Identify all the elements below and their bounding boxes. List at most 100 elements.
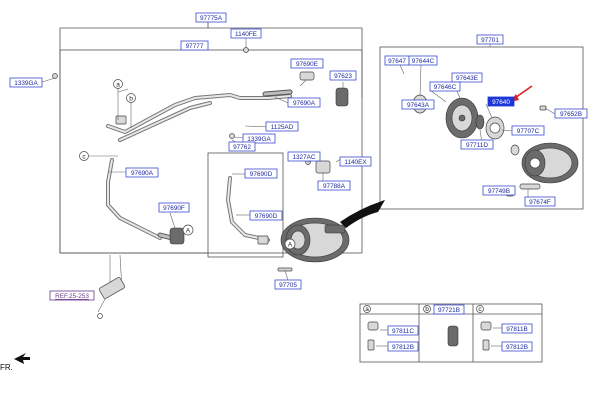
- label-97640[interactable]: 97640: [487, 96, 515, 107]
- label-97674F[interactable]: 97674F: [524, 196, 556, 207]
- bolt-97705: [277, 267, 293, 272]
- svg-text:97644C: 97644C: [412, 58, 435, 65]
- label-97690A-top[interactable]: 97690A: [287, 97, 321, 108]
- label-1140FE[interactable]: 1140FE: [230, 28, 262, 39]
- pointer-arrow: [340, 200, 385, 228]
- label-97788A[interactable]: 97788A: [317, 180, 351, 191]
- frame-97762: [207, 152, 284, 258]
- label-97647[interactable]: 97647: [384, 55, 410, 66]
- callout-A-left: A: [182, 224, 194, 236]
- bracket-97788A: [315, 160, 331, 174]
- fitting-97690F: [169, 227, 185, 245]
- svg-text:97705: 97705: [279, 282, 297, 289]
- label-97690E[interactable]: 97690E: [290, 58, 324, 69]
- callout-a: a: [113, 79, 123, 89]
- ref-bracket: [97, 254, 126, 319]
- label-97644C[interactable]: 97644C: [408, 55, 438, 66]
- label-97811B[interactable]: 97811B: [501, 323, 533, 334]
- svg-text:97623: 97623: [334, 73, 352, 80]
- bolt-1339GA-b: [229, 133, 235, 139]
- frame-97701: [379, 46, 584, 210]
- svg-text:1327AC: 1327AC: [292, 154, 315, 161]
- callout-b: b: [126, 93, 136, 103]
- label-97705[interactable]: 97705: [274, 279, 302, 290]
- svg-text:1140FE: 1140FE: [235, 31, 257, 38]
- label-97812B-a[interactable]: 97812B: [387, 341, 419, 352]
- svg-text:a: a: [116, 82, 120, 89]
- svg-text:c: c: [478, 306, 482, 313]
- svg-text:b: b: [129, 96, 133, 103]
- svg-text:c: c: [82, 154, 86, 161]
- legend-table: [359, 303, 543, 363]
- fitting-97623: [335, 87, 349, 107]
- svg-text:A: A: [288, 242, 293, 249]
- svg-text:97647: 97647: [388, 58, 406, 65]
- label-97690D-b[interactable]: 97690D: [249, 210, 283, 221]
- label-97711D[interactable]: 97711D: [460, 139, 494, 150]
- fitting-97690E: [299, 71, 315, 81]
- label-97643E[interactable]: 97643E: [451, 72, 483, 83]
- svg-text:97643E: 97643E: [456, 75, 478, 82]
- svg-text:97690F: 97690F: [163, 205, 185, 212]
- legend-header-c: c: [476, 305, 484, 313]
- label-97690D-a[interactable]: 97690D: [244, 168, 278, 179]
- svg-text:97652B: 97652B: [560, 111, 582, 118]
- label-97721B[interactable]: 97721B: [433, 304, 465, 315]
- compressor-main: [280, 217, 350, 263]
- svg-text:97690A: 97690A: [131, 170, 154, 177]
- svg-text:b: b: [425, 306, 429, 313]
- svg-text:97788A: 97788A: [323, 183, 346, 190]
- label-1339GA-b[interactable]: 1339GA: [242, 133, 276, 144]
- label-97652B[interactable]: 97652B: [554, 108, 588, 119]
- direction-arrow-icon: [14, 353, 30, 364]
- label-97690A-left[interactable]: 97690A: [125, 167, 159, 178]
- svg-text:97646C: 97646C: [434, 84, 457, 91]
- callout-c: c: [79, 151, 89, 161]
- valve-97690D: [257, 235, 269, 245]
- label-97812B-b[interactable]: 97812B: [501, 341, 533, 352]
- svg-text:97674F: 97674F: [529, 199, 551, 206]
- front-direction: FR.: [0, 353, 30, 372]
- valve-97690A: [115, 115, 127, 125]
- svg-text:FR.: FR.: [0, 363, 13, 372]
- label-97701[interactable]: 97701: [476, 34, 504, 45]
- label-97646C[interactable]: 97646C: [429, 81, 461, 92]
- svg-text:97811C: 97811C: [392, 328, 414, 335]
- label-97775A[interactable]: 97775A: [195, 12, 227, 23]
- legend-header-a: a: [363, 305, 371, 313]
- svg-text:97690A: 97690A: [293, 100, 316, 107]
- svg-text:1140EX: 1140EX: [344, 159, 367, 166]
- svg-text:97812B: 97812B: [506, 344, 528, 351]
- svg-text:REF.25-253: REF.25-253: [55, 293, 89, 300]
- svg-text:97690D: 97690D: [255, 213, 278, 220]
- svg-text:97690D: 97690D: [250, 171, 273, 178]
- label-97707C[interactable]: 97707C: [511, 125, 545, 136]
- label-97762[interactable]: 97762: [228, 141, 256, 152]
- label-97749B[interactable]: 97749B: [482, 185, 516, 196]
- svg-text:97707C: 97707C: [517, 128, 540, 135]
- frame-97777: [59, 49, 363, 254]
- suction-pipe: [106, 93, 292, 242]
- svg-text:97775A: 97775A: [200, 15, 223, 22]
- svg-text:97640: 97640: [492, 99, 510, 106]
- svg-text:97777: 97777: [186, 43, 204, 50]
- callout-A-right: A: [284, 238, 296, 250]
- label-97643A[interactable]: 97643A: [401, 99, 435, 110]
- label-1339GA[interactable]: 1339GA: [9, 77, 43, 88]
- label-1327AC[interactable]: 1327AC: [287, 151, 321, 162]
- bolt-1140FE: [243, 47, 249, 53]
- svg-text:97643A: 97643A: [407, 102, 430, 109]
- label-1125AD[interactable]: 1125AD: [265, 121, 299, 132]
- svg-text:97701: 97701: [481, 37, 499, 44]
- label-97777[interactable]: 97777: [180, 40, 209, 51]
- label-97623[interactable]: 97623: [329, 70, 357, 81]
- label-1140EX[interactable]: 1140EX: [339, 156, 372, 167]
- svg-text:97762: 97762: [233, 144, 251, 151]
- label-97690F[interactable]: 97690F: [158, 202, 190, 213]
- svg-text:1339GA: 1339GA: [247, 136, 271, 143]
- legend-parts: [367, 321, 502, 351]
- label-ref-25-253[interactable]: REF.25-253: [49, 290, 95, 301]
- svg-text:97721B: 97721B: [438, 307, 460, 314]
- label-97811C[interactable]: 97811C: [387, 325, 419, 336]
